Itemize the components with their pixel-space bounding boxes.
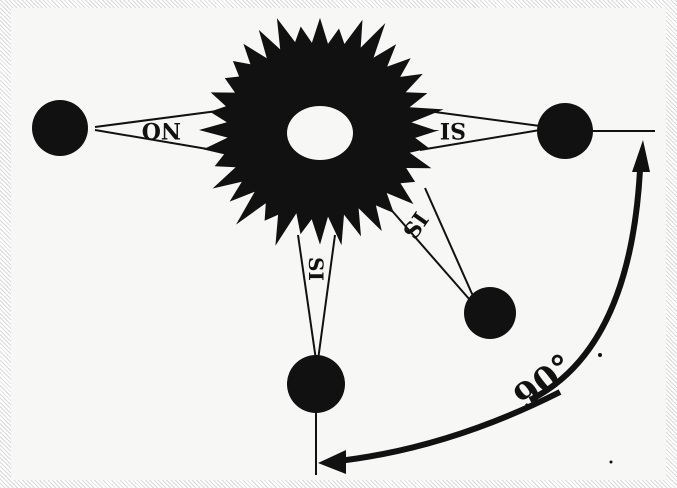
label-no: NO	[142, 117, 181, 143]
label-angle: 90°	[507, 346, 582, 417]
planet-west	[32, 100, 88, 156]
planet-south	[287, 355, 345, 413]
wedge-south	[298, 235, 335, 360]
speck	[610, 461, 613, 464]
label-si-east: SI	[440, 117, 466, 143]
arrowhead-up-icon	[632, 140, 650, 172]
label-si-south: SI	[304, 257, 328, 281]
label-si-diagonal: SI	[398, 208, 434, 244]
planet-east	[537, 103, 593, 159]
wedge-diagonal	[387, 188, 473, 300]
speck	[598, 353, 602, 357]
arrowhead-left-icon	[318, 450, 346, 474]
sun-shape	[199, 18, 444, 246]
sun-center-hole	[287, 106, 353, 160]
planet-diagonal	[464, 287, 516, 339]
